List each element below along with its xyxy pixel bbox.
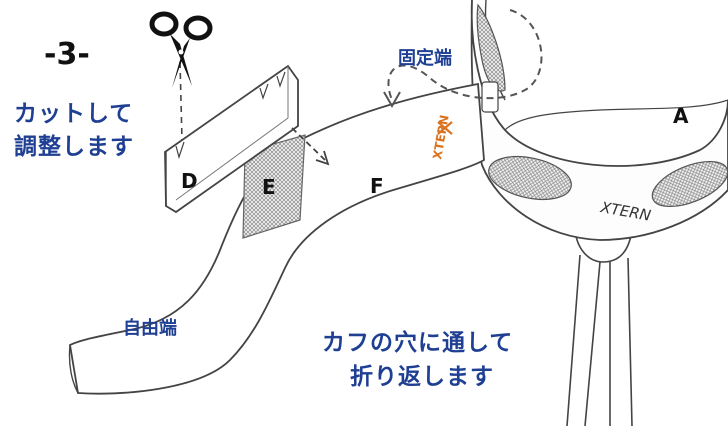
thread-instruction-line1: カフの穴に通して [322, 330, 514, 356]
fixed-end-label: 固定端 [398, 48, 452, 69]
plate-d [164, 64, 299, 214]
part-label-f: F [370, 174, 384, 198]
cut-instruction-line1: カットして [14, 101, 134, 127]
x-mark-icon [437, 121, 453, 135]
pad-e [242, 134, 306, 239]
curved-arrow-icon [383, 9, 543, 109]
mesh-pad-left [488, 155, 572, 201]
scissors-icon [149, 11, 213, 88]
dashed-arrow-icon [291, 127, 330, 166]
part-label-d: D [181, 169, 198, 193]
brace-rods [566, 224, 633, 427]
free-end-label: 自由端 [123, 318, 177, 339]
part-label-a: A [673, 104, 689, 128]
step-number: -3- [44, 37, 90, 72]
strap-f: XTERN [68, 82, 485, 395]
mesh-pad-top [476, 3, 506, 92]
part-label-e: E [262, 175, 276, 199]
cut-instruction-line2: 調整します [14, 134, 134, 160]
mesh-pad-right [651, 160, 728, 208]
thread-instruction-line2: 折り返します [350, 364, 494, 390]
cuff-a: XTERN [470, 0, 728, 241]
cut-line [179, 61, 183, 141]
